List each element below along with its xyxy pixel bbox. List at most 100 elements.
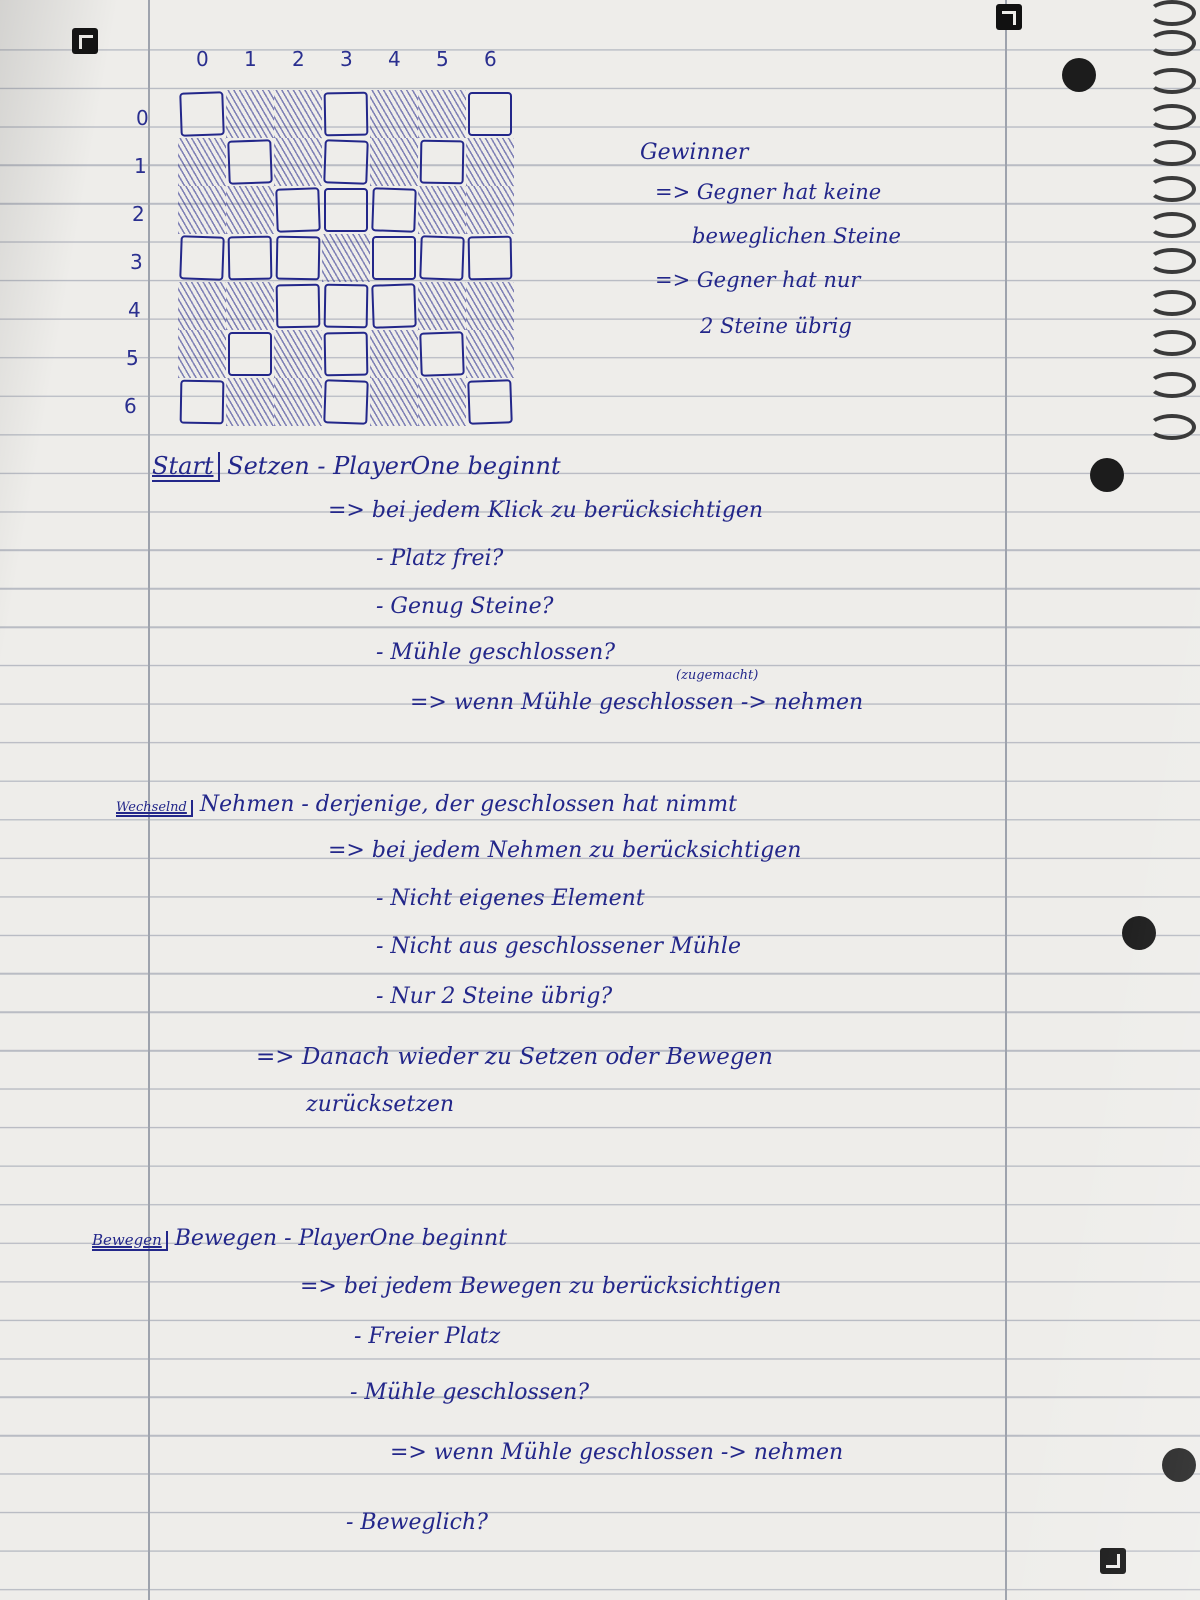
board-column-label: 0 <box>196 47 209 71</box>
winner-line: => Gegner hat nur <box>655 268 861 292</box>
board-column-label: 4 <box>388 47 401 71</box>
hatched-square <box>466 282 514 330</box>
board-row-label: 3 <box>130 250 143 274</box>
hatched-square <box>274 90 322 138</box>
hatched-square <box>418 186 466 234</box>
consequence-line: => wenn Mühle geschlossen -> nehmen <box>410 690 864 715</box>
board-square <box>372 236 416 280</box>
annotation: (zugemacht) <box>676 668 759 683</box>
section-label-wechselnd: Wechselnd <box>116 800 193 817</box>
board-column-label: 6 <box>484 47 497 71</box>
section-label-bewegen: Bewegen <box>92 1231 168 1251</box>
board-row-label: 1 <box>134 154 147 178</box>
board-square <box>467 379 513 425</box>
board-square <box>227 235 273 281</box>
board-column-label: 2 <box>292 47 305 71</box>
section-heading-bewegen: Bewegen - PlayerOne beginnt <box>174 1226 508 1251</box>
board-row-label: 0 <box>136 106 149 130</box>
hatched-square <box>226 90 274 138</box>
winner-line: 2 Steine übrig <box>700 314 852 338</box>
punch-hole-icon <box>1122 916 1156 950</box>
hatched-square <box>274 378 322 426</box>
corner-marker-icon <box>1100 1548 1126 1574</box>
board-square <box>179 235 225 281</box>
section-heading-setzen: Setzen - PlayerOne beginnt <box>227 452 561 480</box>
checklist-item: - Mühle geschlossen? <box>350 1380 590 1405</box>
hatched-square <box>418 282 466 330</box>
hatched-square <box>370 90 418 138</box>
winner-line: => Gegner hat keine <box>655 180 882 204</box>
winner-title: Gewinner <box>640 140 749 165</box>
board-row-label: 4 <box>128 298 141 322</box>
board-row-label: 6 <box>124 394 137 418</box>
board-square <box>323 379 369 425</box>
hatched-square <box>226 378 274 426</box>
spiral-binding <box>1148 0 1200 1000</box>
consequence-line: => wenn Mühle geschlossen -> nehmen <box>390 1440 844 1465</box>
hatched-square <box>274 138 322 186</box>
punch-hole-icon <box>1090 458 1124 492</box>
checklist-item: - Nicht eigenes Element <box>376 886 645 911</box>
left-margin-line <box>148 0 150 1600</box>
hatched-square <box>178 186 226 234</box>
board-square <box>468 92 512 136</box>
board-square <box>227 139 273 185</box>
hatched-square <box>226 282 274 330</box>
checklist-item: - Nur 2 Steine übrig? <box>376 984 613 1009</box>
hatched-square <box>466 186 514 234</box>
board-square <box>323 91 369 137</box>
hatched-square <box>370 138 418 186</box>
checklist-item: - Platz frei? <box>376 546 504 571</box>
hatched-square <box>178 138 226 186</box>
hatched-square <box>466 330 514 378</box>
hatched-square <box>418 378 466 426</box>
punch-hole-icon <box>1062 58 1096 92</box>
right-margin-line <box>1005 0 1007 1600</box>
checklist-item: - Beweglich? <box>346 1510 488 1535</box>
winner-line: beweglichen Steine <box>692 224 901 248</box>
checklist-item: - Freier Platz <box>354 1324 501 1349</box>
punch-hole-icon <box>1162 1448 1196 1482</box>
section-heading-nehmen: Nehmen - derjenige, der geschlossen hat … <box>199 792 737 817</box>
section-intro: => bei jedem Klick zu berücksichtigen <box>328 498 764 523</box>
hatched-square <box>178 282 226 330</box>
hatched-square <box>322 234 370 282</box>
hatched-square <box>466 138 514 186</box>
after-line: zurücksetzen <box>306 1092 455 1117</box>
board-square <box>228 332 272 376</box>
corner-marker-icon <box>72 28 98 54</box>
hatched-square <box>226 186 274 234</box>
board-square <box>179 91 225 137</box>
board-square <box>419 235 465 281</box>
board-square <box>275 283 321 329</box>
board-square <box>275 187 321 233</box>
checklist-item: - Mühle geschlossen? <box>376 640 616 665</box>
board-column-label: 1 <box>244 47 257 71</box>
board-column-label: 3 <box>340 47 353 71</box>
corner-marker-icon <box>996 4 1022 30</box>
hatched-square <box>274 330 322 378</box>
checklist-item: - Nicht aus geschlossener Mühle <box>376 934 741 959</box>
after-line: => Danach wieder zu Setzen oder Bewegen <box>256 1044 773 1070</box>
section-intro: => bei jedem Nehmen zu berücksichtigen <box>328 838 802 863</box>
board-square <box>371 283 417 329</box>
board-square <box>467 235 513 281</box>
board-square <box>179 379 225 425</box>
board-row-label: 2 <box>132 202 145 226</box>
board-row-label: 5 <box>126 346 139 370</box>
section-intro: => bei jedem Bewegen zu berücksichtigen <box>300 1274 782 1299</box>
board-square <box>323 139 369 185</box>
section-label-start: Start <box>152 452 220 482</box>
board-square <box>323 331 369 377</box>
board-square <box>323 283 369 329</box>
board-square <box>419 331 465 377</box>
hatched-square <box>418 90 466 138</box>
board-square <box>275 235 321 281</box>
hatched-square <box>370 378 418 426</box>
checklist-item: - Genug Steine? <box>376 594 554 619</box>
board-square <box>371 187 417 233</box>
board-column-label: 5 <box>436 47 449 71</box>
hatched-square <box>178 330 226 378</box>
hatched-square <box>370 330 418 378</box>
